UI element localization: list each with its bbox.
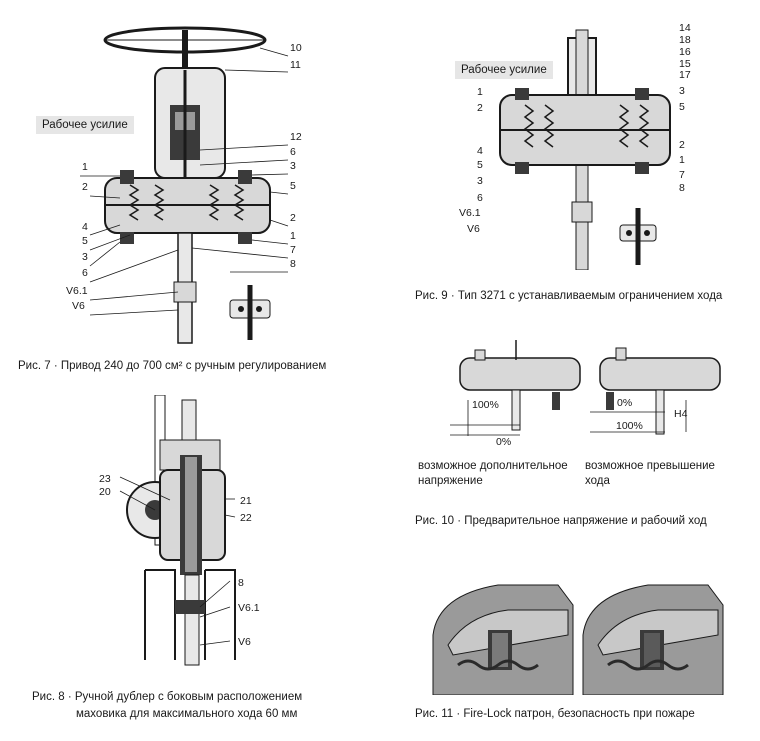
fig9-label: 15 [679,58,691,70]
fig8-label: 22 [240,512,252,524]
fig9-label: 8 [679,182,685,194]
fig8-label: 8 [238,577,244,589]
fig7-label: 3 [290,160,296,172]
fig8-label: V6 [238,636,251,648]
fig10-right-note-1: возможное превышение [585,460,715,472]
fig7-label: 5 [290,180,296,192]
fig9-label: 2 [679,139,685,151]
fig7-label: 6 [290,146,296,158]
fig10-right-note-2: хода [585,475,610,487]
fig11-photo [428,575,728,696]
fig7-label: 5 [82,235,88,247]
fig7-operating-force-tag: Рабочее усилие [36,116,134,134]
fig9-label: 16 [679,46,691,58]
fig7-label: 2 [290,212,296,224]
fig7-label: 11 [290,59,301,71]
fig9-caption: Рис. 9 · Тип 3271 с устанавливаемым огра… [415,290,723,302]
fig10-left-pct-top: 100% [472,399,499,411]
fig7-label: V6.1 [66,285,88,297]
fig9-label: 6 [477,192,483,204]
fig9-label: 7 [679,169,685,181]
fig9-label: 17 [679,69,691,81]
fig11-caption: Рис. 11 · Fire-Lock патрон, безопасность… [415,708,695,720]
fig9-diagram [480,20,700,271]
fig10-right-pct-bottom: 100% [616,420,643,432]
fig10-left-note-1: возможное дополнительное [418,460,568,472]
fig8-diagram [100,394,300,670]
preload-stroke-drawing [450,340,721,436]
fig8-label: 20 [99,486,111,498]
fig7-label: 1 [82,161,88,173]
fig9-label: 2 [477,102,483,114]
fig8-caption-line2: маховика для максимального хода 60 мм [76,708,298,720]
fig7-label: 1 [290,230,296,242]
fig10-left-pct-bottom: 0% [496,436,512,448]
stroke-limiter-actuator-drawing [499,29,671,271]
fig7-label: 8 [290,258,296,270]
fig7-label: 3 [82,251,88,263]
fig10-right-pct-top: 0% [617,397,633,409]
fig9-label: 3 [679,85,685,97]
fig9-label: 1 [679,154,685,166]
fig10-left-note-2: напряжение [418,475,483,487]
actuator-handwheel-drawing [80,26,289,344]
fig7-label: 7 [290,244,296,256]
fig9-label: 18 [679,34,691,46]
fig7-label: 4 [82,221,88,233]
fig10-diagram [420,340,750,450]
fig7-label: 2 [82,181,88,193]
fig9-label: V6 [467,223,480,235]
fig7-diagram [60,10,320,350]
fig9-label: 1 [477,86,483,98]
fig9-label: 14 [679,22,691,34]
fig9-operating-force-tag: Рабочее усилие [455,61,553,79]
fig10-caption: Рис. 10 · Предварительное напряжение и р… [415,515,707,527]
fig7-label: 10 [290,42,302,54]
fig9-label: 5 [679,101,685,113]
fig7-caption: Рис. 7 · Привод 240 до 700 см² с ручным … [18,360,327,372]
fig9-label: 4 [477,145,483,157]
fig7-label: V6 [72,300,85,312]
fig8-label: 23 [99,473,111,485]
fig7-label: 12 [290,131,302,143]
fire-lock-cartridge-drawing [432,584,724,696]
fig9-label: 3 [477,175,483,187]
fig8-label: V6.1 [238,602,260,614]
side-handwheel-drawing [119,394,236,666]
fig10-right-h4: H4 [674,408,688,420]
fig9-label: V6.1 [459,207,481,219]
fig8-caption-line1: Рис. 8 · Ручной дублер с боковым располо… [32,691,303,703]
fig9-label: 5 [477,159,483,171]
fig7-label: 6 [82,267,88,279]
fig8-label: 21 [240,495,252,507]
